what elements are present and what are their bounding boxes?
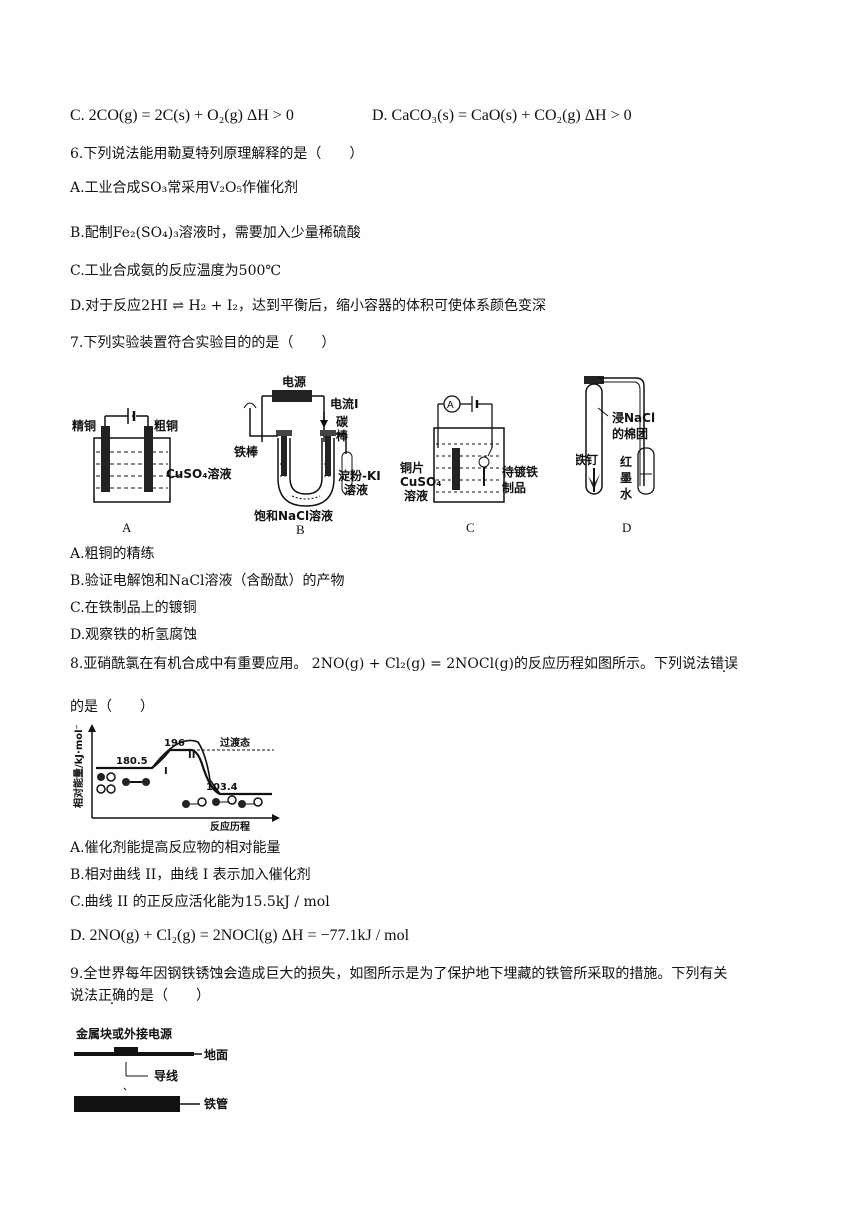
q9-figure: 金属块或外接电源 地面 导线 铁管 — [74, 1024, 254, 1124]
fig-a-caption: A — [122, 520, 132, 535]
fig-d-label-red-2: 墨 — [620, 471, 632, 485]
q9-stem-word: 说法 — [70, 988, 98, 1004]
q7-figure-c: A 铜片 CuSO₄ 溶液 待镀铁 制品 C — [398, 392, 538, 536]
fig-d-label-cotton-2: 的棉团 — [612, 426, 648, 441]
q6-stem: 6.下列说法能用勒夏特列原理解释的是（ ） — [70, 146, 364, 162]
fig-b-label-nacl: 饱和NaCl溶液 — [254, 508, 333, 523]
q7-option-b: B.验证电解饱和NaCl溶液（含酚酞）的产物 — [70, 573, 345, 589]
q9-fig-label-ground: 地面 — [204, 1047, 228, 1062]
q8-option-b: B.相对曲线 II，曲线 I 表示加入催化剂 — [70, 867, 311, 883]
q5-option-c: C. 2CO(g) = 2C(s) + O₂(g) ΔH > 0 — [70, 107, 294, 124]
q8-energy-figure: 180.5 196 103.4 过渡态 I II 相对能量/kJ·mol⁻¹ 反… — [70, 724, 280, 836]
q8-fig-ylabel: 相对能量/kJ·mol⁻¹ — [72, 724, 85, 808]
q7-option-d: D.观察铁的析氢腐蚀 — [70, 627, 198, 643]
q6-option-b: B.配制Fe₂(SO₄)₃溶液时，需要加入少量稀硫酸 — [70, 225, 361, 241]
q7-figure-a: 精铜 粗铜 CuSO₄溶液 A — [70, 396, 240, 536]
q8-fig-curve-ii: II — [188, 750, 195, 761]
q9-stem: 9.全世界每年因钢铁锈蚀会造成巨大的损失，如图所示是为了保护地下埋藏的铁管所采取… — [70, 966, 728, 982]
fig-c-label-iron-item-1: 待镀铁 — [502, 464, 538, 479]
fig-b-label-starch-ki-2: 溶液 — [344, 482, 368, 497]
q6-option-c: C.工业合成氨的反应温度为500℃ — [70, 263, 282, 279]
q8-fig-xlabel: 反应历程 — [210, 820, 250, 833]
q9-fig-label-metal: 金属块或外接电源 — [75, 1026, 172, 1041]
fig-a-label-fine-copper: 精铜 — [72, 418, 96, 433]
q8-stem-end: 的是（ ） — [70, 699, 154, 715]
q8-fig-curve-i: I — [164, 766, 168, 777]
q7-option-c: C.在铁制品上的镀铜 — [70, 600, 197, 616]
fig-b-label-iron-rod: 铁棒 — [234, 444, 259, 459]
fig-b-label-starch-ki-1: 淀粉-KI — [338, 468, 381, 483]
fig-a-label-crude-copper: 粗铜 — [154, 418, 178, 433]
fig-c-label-iron-item-2: 制品 — [502, 480, 526, 495]
fig-d-label-cotton-1: 浸NaCl — [612, 410, 655, 425]
q8-fig-transition-state: 过渡态 — [220, 736, 250, 749]
q7-figure-d: 浸NaCl 的棉团 铁钉 红 墨 水 D — [576, 368, 696, 536]
fig-c-ammeter-label: A — [447, 400, 454, 411]
q5-option-d: D. CaCO₃(s) = CaO(s) + CO₂(g) ΔH > 0 — [372, 107, 632, 124]
q9-fig-label-pipe: 铁管 — [204, 1096, 228, 1111]
q8-option-c: C.曲线 II 的正反应活化能为15.5kJ / mol — [70, 894, 330, 910]
fig-d-label-iron-nail: 铁钉 — [576, 452, 598, 467]
q6-option-a: A.工业合成SO₃常采用V₂O₅作催化剂 — [70, 180, 299, 196]
fig-b-label-carbon-1: 碳 — [336, 414, 349, 429]
q9-stem-line2: 说法正确的是（ ） — [70, 986, 210, 1006]
fig-d-label-red-3: 水 — [620, 486, 633, 501]
q9-fig-label-wire: 导线 — [154, 1068, 178, 1083]
q9-stem-end: 的是（ ） — [126, 988, 210, 1004]
q8-stem-main: 8.亚硝酰氯在有机合成中有重要应用。 2NO(g) + Cl₂(g) = 2NO… — [70, 656, 710, 672]
q8-stem-emphasis: 错误 — [710, 656, 738, 672]
q7-stem: 7.下列实验装置符合实验目的的是（ ） — [70, 335, 336, 351]
fig-c-label-copper: 铜片 — [400, 460, 424, 475]
q8-option-a: A.催化剂能提高反应物的相对能量 — [70, 840, 281, 856]
q8-fig-value-103: 103.4 — [206, 782, 238, 793]
fig-b-label-power: 电源 — [282, 374, 306, 389]
fig-b-label-carbon-2: 棒 — [336, 428, 349, 443]
fig-b-caption: B — [296, 522, 305, 536]
q8-stem: 8.亚硝酰氯在有机合成中有重要应用。 2NO(g) + Cl₂(g) = 2NO… — [70, 654, 738, 674]
q8-fig-value-180: 180.5 — [116, 756, 148, 767]
q7-option-a: A.粗铜的精练 — [70, 546, 155, 562]
q8-fig-value-196: 196 — [164, 738, 185, 749]
fig-a-label-solution: CuSO₄溶液 — [166, 466, 231, 481]
q7-figure-b: 电源 电流I 碳 棒 铁棒 淀粉-KI 溶液 饱和NaCl溶液 B — [232, 372, 382, 536]
fig-c-label-solution: 溶液 — [404, 488, 428, 503]
fig-d-label-red-1: 红 — [620, 454, 632, 469]
q6-option-d: D.对于反应2HI ⇌ H₂ + I₂，达到平衡后，缩小容器的体积可使体系颜色变… — [70, 298, 547, 314]
fig-b-label-current: 电流I — [330, 396, 358, 411]
fig-c-label-cuso4: CuSO₄ — [400, 475, 441, 489]
fig-c-caption: C — [466, 520, 475, 535]
q9-stem-emphasis: 正确 — [98, 988, 126, 1004]
q8-option-d: D. 2NO(g) + Cl₂(g) = 2NOCl(g) ΔH = −77.1… — [70, 927, 410, 944]
fig-d-caption: D — [622, 520, 631, 535]
